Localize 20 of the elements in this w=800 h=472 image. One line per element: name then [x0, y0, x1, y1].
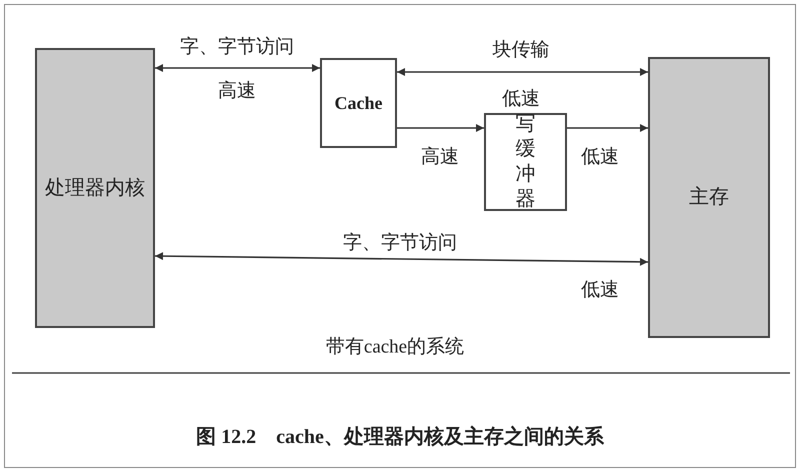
arrow — [397, 68, 648, 76]
speed-label: 低速 — [581, 280, 619, 300]
speed-label: 带有cache的系统 — [326, 338, 464, 356]
speed-label: 高速 — [421, 148, 459, 166]
box-label: 主存 — [689, 185, 729, 210]
arrow — [154, 252, 648, 266]
speed-label: 低速 — [502, 90, 540, 108]
box-label: Cache — [334, 92, 382, 114]
process-box — [484, 113, 567, 211]
speed-label: 高速 — [218, 82, 256, 100]
arrow — [155, 64, 320, 72]
box-label: 处理器内核 — [45, 176, 145, 200]
speed-label: 低速 — [581, 148, 619, 166]
process-box — [35, 48, 155, 328]
arrow — [567, 124, 648, 132]
box-label: 写缓冲器 — [514, 112, 536, 212]
arrow — [397, 124, 484, 132]
process-box — [320, 58, 397, 148]
process-box — [648, 57, 770, 338]
figure-caption: 图 12.2 cache、处理器内核及主存之间的关系 — [196, 424, 604, 450]
